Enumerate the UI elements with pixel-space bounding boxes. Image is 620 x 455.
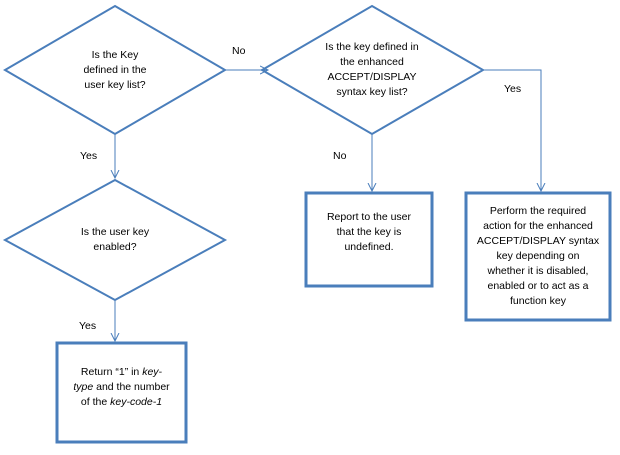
box-perform-action <box>464 191 612 322</box>
edge-label-no-1: No <box>232 45 246 57</box>
edge-label-yes-1: Yes <box>504 83 522 95</box>
edge-label-yes-3: Yes <box>79 320 97 332</box>
edge-label-yes-2: Yes <box>80 150 98 162</box>
decision-user-key-enabled-text: Is the user key enabled? <box>80 226 150 253</box>
box-return-key-type <box>55 341 188 444</box>
edge-label-no-2: No <box>333 150 347 162</box>
box-report-undefined <box>304 191 434 288</box>
edge-yes-1 <box>483 69 541 191</box>
box-return-key-type-text: Return “1” in key- type and the number o… <box>73 365 170 408</box>
decision-key-in-enhanced-list-text: Is the key defined in the enhanced ACCEP… <box>325 41 419 98</box>
decision-key-in-user-list-text: Is the Key defined in the user key list? <box>83 48 147 91</box>
box-perform-action-text: Perform the required action for the enha… <box>476 204 600 307</box>
box-report-undefined-text: Report to the user that the key is undef… <box>326 210 412 253</box>
